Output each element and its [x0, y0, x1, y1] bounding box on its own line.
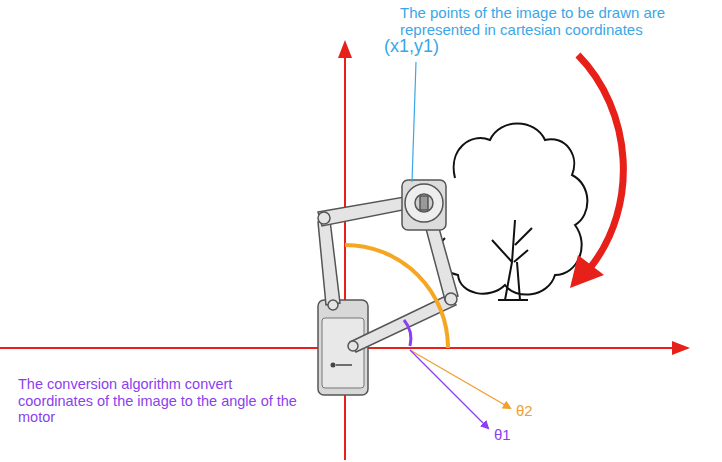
coordinate-label: (x1,y1) — [384, 36, 474, 57]
angle-arc — [404, 320, 411, 346]
leader-line — [412, 62, 416, 182]
tree-drawing — [439, 124, 588, 301]
rotation-arrow — [578, 55, 623, 268]
axes — [0, 40, 690, 460]
note-text: The points of the image to be drawn are … — [400, 4, 716, 39]
angle-label: θ1 — [494, 426, 534, 443]
rotation-arrow — [570, 255, 604, 288]
pen-holder — [402, 180, 446, 230]
note-text: The conversion algorithm convert coordin… — [18, 376, 303, 426]
angle-label: θ2 — [516, 402, 556, 419]
angle-arc — [345, 245, 448, 348]
pointer-line — [410, 350, 488, 428]
